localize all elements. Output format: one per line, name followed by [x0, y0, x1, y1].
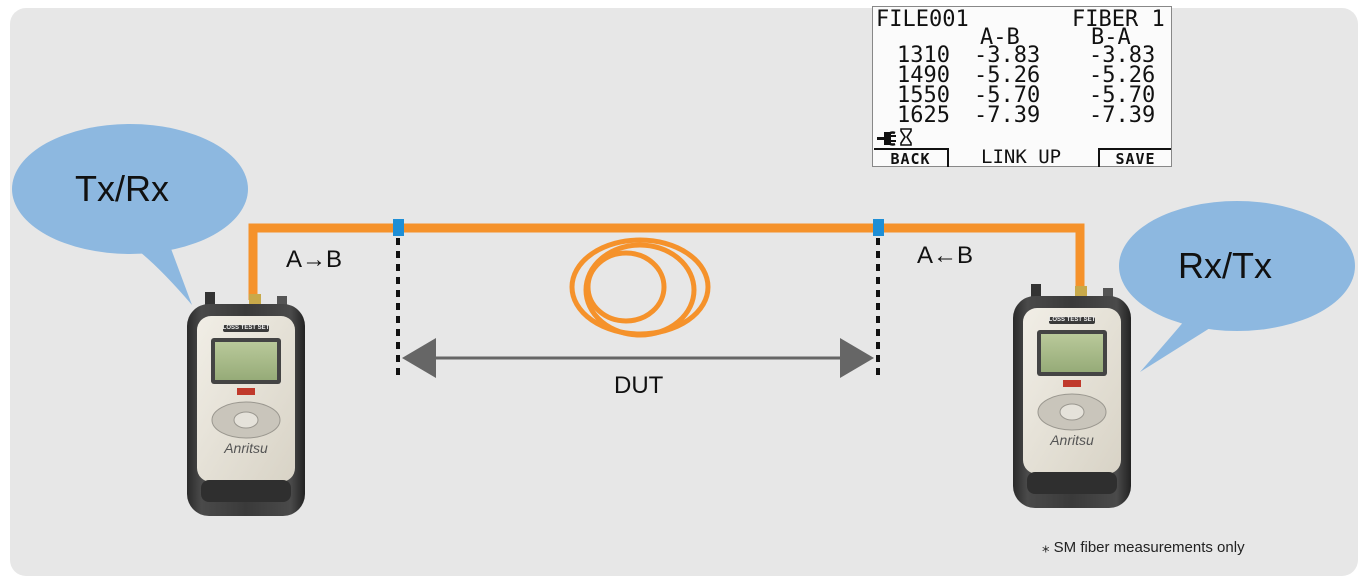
loss-test-set-left: [187, 292, 305, 516]
lcd-value-ab: -5.26: [974, 63, 1041, 88]
lcd-col-ab: A-B: [980, 25, 1020, 50]
connector-a: [393, 219, 404, 236]
power-plug-icon: [877, 131, 896, 146]
lcd-wavelength: 1490: [897, 63, 950, 88]
lcd-file-name: FILE001: [876, 7, 969, 32]
lcd-value-ba: -3.83: [1089, 43, 1156, 68]
device-model-label-right: LOSS TEST SET: [1048, 317, 1096, 323]
lcd-status: LINK UP: [981, 146, 1062, 168]
hourglass-icon: [900, 128, 912, 146]
loss-test-set-right: [1013, 284, 1131, 508]
device-model-label-left: LOSS TEST SET: [222, 325, 270, 331]
lcd-wavelength: 1625: [897, 103, 950, 128]
direction-label-ab: A→B: [286, 246, 343, 273]
footnote: ⁎ SM fiber measurements only: [1042, 539, 1245, 556]
speech-bubble-left: [12, 124, 248, 305]
dut-label: DUT: [614, 372, 664, 399]
dut-span-arrow: [402, 338, 874, 378]
lcd-wavelength: 1550: [897, 83, 950, 108]
direction-label-ba: A←B: [917, 242, 974, 269]
lcd-value-ba: -5.70: [1089, 83, 1156, 108]
lcd-value-ab: -5.70: [974, 83, 1041, 108]
lcd-value-ab: -3.83: [974, 43, 1041, 68]
lcd-value-ba: -5.26: [1089, 63, 1156, 88]
fiber-cable: [248, 223, 1085, 338]
speech-bubble-right: [1119, 201, 1355, 372]
lcd-result-screen: FILE001 FIBER 1 A-B B-A 1310 -3.83 -3.83…: [872, 6, 1172, 168]
lcd-col-ba: B-A: [1091, 25, 1131, 50]
lcd-value-ab: -7.39: [974, 103, 1041, 128]
device-brand-right: Anritsu: [1050, 432, 1094, 448]
lcd-fiber-name: FIBER 1: [1072, 7, 1165, 32]
lcd-save-button[interactable]: SAVE: [1098, 148, 1171, 168]
bubble-label-left: Tx/Rx: [75, 168, 169, 209]
lcd-value-ba: -7.39: [1089, 103, 1156, 128]
bubble-label-right: Rx/Tx: [1178, 245, 1272, 286]
lcd-wavelength: 1310: [897, 43, 950, 68]
connector-b: [873, 219, 884, 236]
lcd-back-button[interactable]: BACK: [874, 148, 949, 168]
device-brand-left: Anritsu: [224, 440, 268, 456]
